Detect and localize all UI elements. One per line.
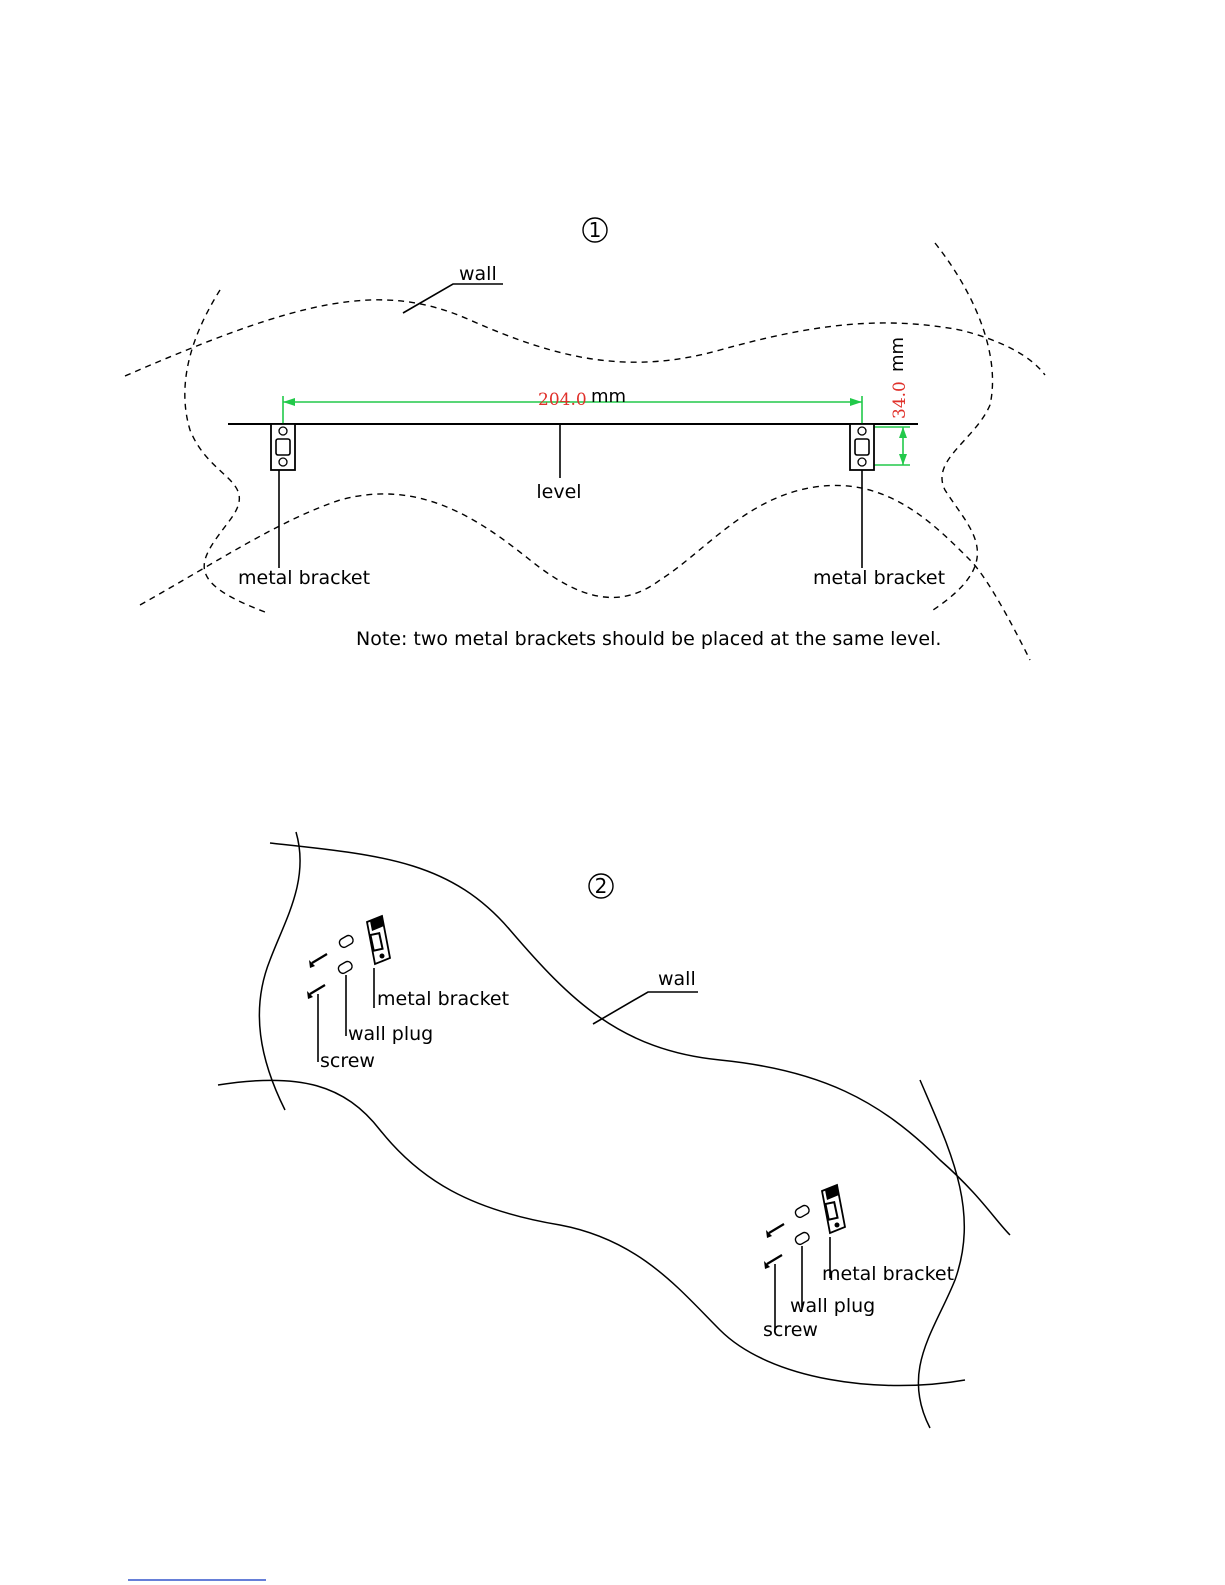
step-1-wall-label: wall: [459, 263, 497, 285]
step-1-left-bracket-label: metal bracket: [238, 567, 370, 589]
vertical-dimension-unit: mm: [887, 337, 908, 372]
step-2-left-plug-label: wall plug: [348, 1023, 433, 1045]
step-1-right-bracket-label: metal bracket: [813, 567, 945, 589]
vertical-dimension-value: 34.0: [890, 381, 910, 419]
step-2-figure: 2 wall: [218, 832, 1010, 1428]
step-2-left-wall-plugs: [337, 934, 355, 975]
step-2-right-screws: [764, 1224, 784, 1269]
horizontal-dimension-unit: mm: [591, 386, 626, 407]
step-2-wall-callout: wall: [593, 968, 698, 1024]
step-2-number: 2: [595, 874, 608, 898]
step-2-wall-label: wall: [658, 968, 696, 990]
step-2-right-bracket: [822, 1185, 845, 1233]
horizontal-dimension: 204.0 mm: [283, 386, 862, 424]
step-1-wall-callout: wall: [403, 263, 503, 313]
step-2-right-hardware: metal bracket wall plug screw: [763, 1185, 954, 1341]
step-2-left-bracket-label: metal bracket: [377, 988, 509, 1010]
vertical-dimension: 34.0 mm: [870, 337, 910, 465]
step-2-marker: 2: [589, 874, 613, 898]
step-2-left-hardware: metal bracket wall plug screw: [307, 916, 509, 1072]
step-2-right-plug-label: wall plug: [790, 1295, 875, 1317]
step-2-right-wall-plugs: [794, 1204, 811, 1246]
step-2-left-screw-label: screw: [320, 1050, 375, 1072]
step-1-number: 1: [589, 218, 602, 242]
step-2-right-screw-label: screw: [763, 1319, 818, 1341]
level-line: level: [228, 424, 918, 503]
step-1-left-bracket: metal bracket: [238, 424, 370, 589]
step-1-right-bracket: metal bracket: [813, 424, 945, 589]
step-1-figure: 1 wall level 204.0 mm: [125, 218, 1045, 660]
step-2-wall-outline: [218, 832, 1010, 1428]
step-2-left-screws: [307, 954, 327, 999]
step-2-right-bracket-label: metal bracket: [822, 1263, 954, 1285]
step-1-marker: 1: [583, 218, 607, 242]
level-label: level: [536, 481, 581, 503]
horizontal-dimension-value: 204.0: [538, 390, 587, 410]
step-1-wall-outline: [125, 243, 1045, 660]
step-1-note: Note: two metal brackets should be place…: [356, 628, 941, 650]
step-2-left-bracket: [367, 916, 390, 964]
